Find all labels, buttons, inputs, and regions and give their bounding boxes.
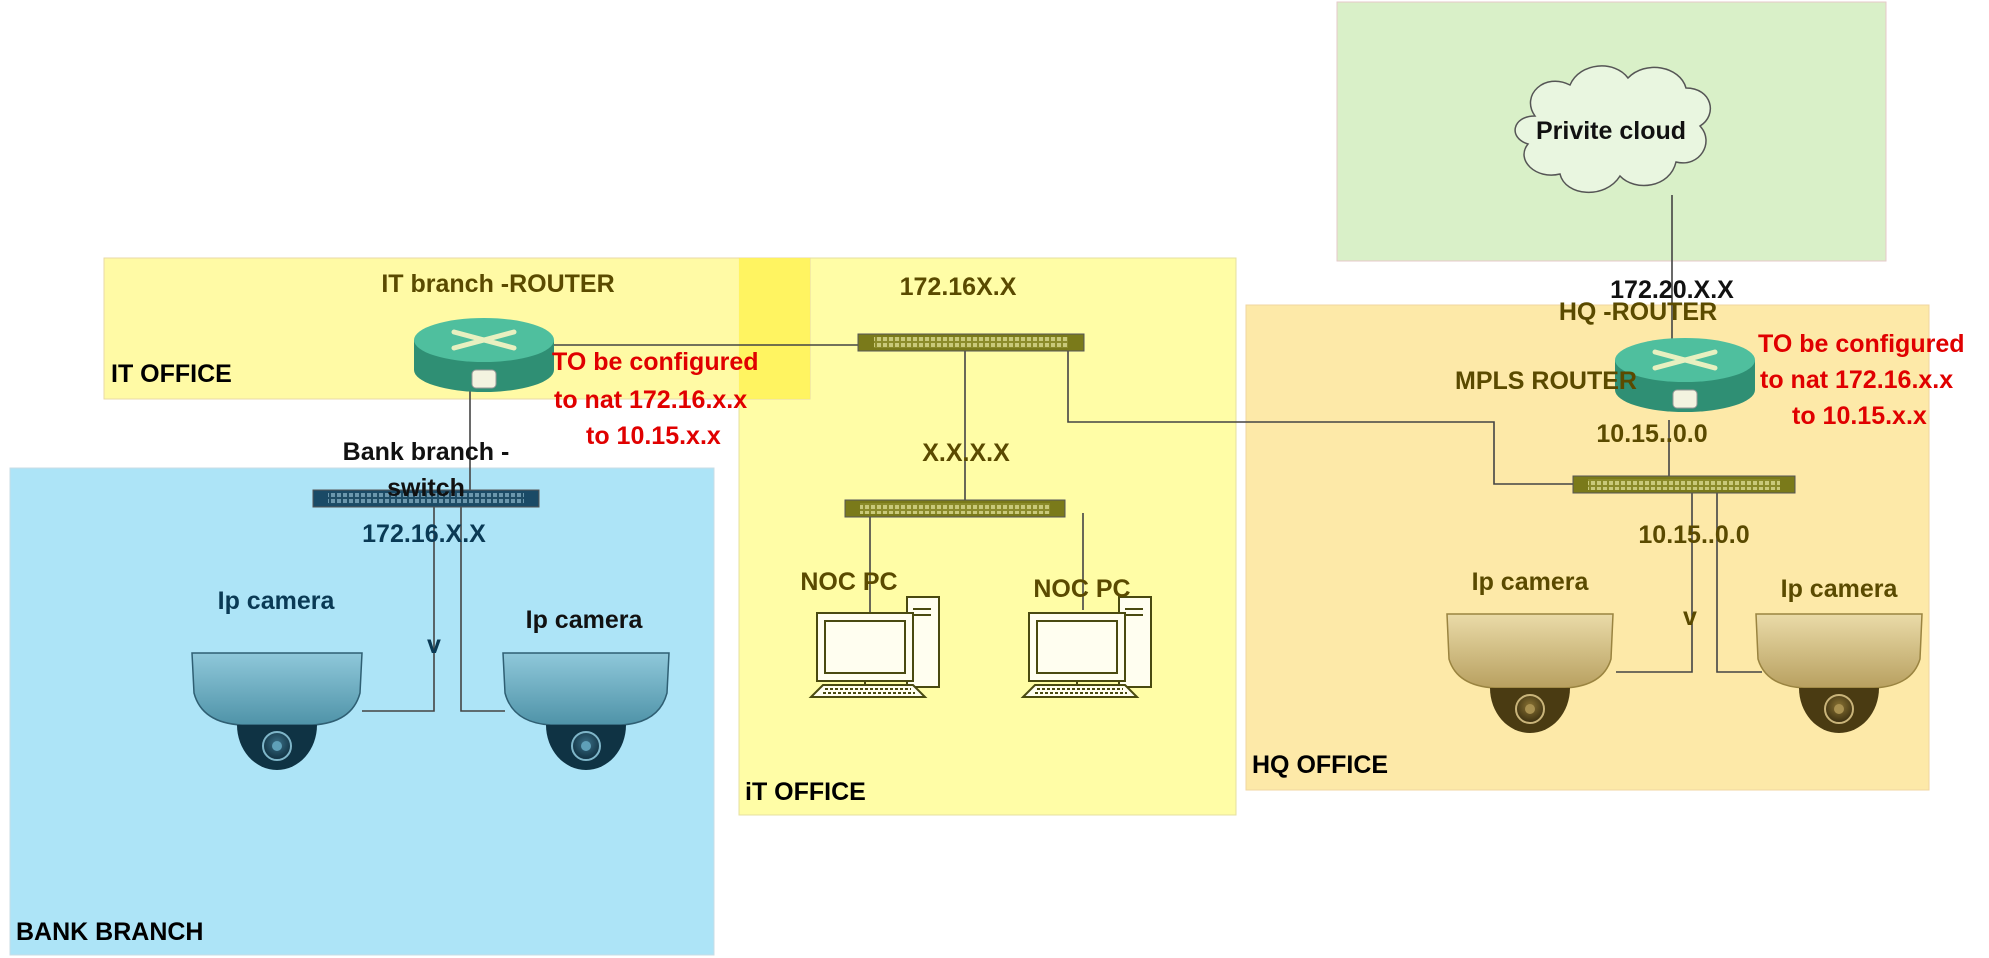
hq-camera-1-icon[interactable] — [1446, 613, 1614, 733]
hq-v-label: v — [1683, 603, 1697, 631]
bank-switch-label-line2: switch — [387, 474, 465, 502]
noc-pc-1-label: NOC PC — [800, 568, 897, 596]
bank-v-label: v — [427, 631, 441, 659]
hq-camera-2-icon[interactable] — [1755, 613, 1923, 733]
it-switch-top-subnet: 172.16X.X — [900, 273, 1017, 301]
private-cloud-label: Privite cloud — [1536, 117, 1686, 145]
hq-office-label: HQ OFFICE — [1252, 751, 1388, 779]
hq-switch-icon[interactable] — [1572, 475, 1796, 494]
it-office-mid-label: iT OFFICE — [745, 778, 866, 806]
bank-branch-label: BANK BRANCH — [16, 918, 204, 946]
hq-camera-2-label: Ip camera — [1781, 575, 1899, 603]
it-branch-router-icon[interactable] — [414, 318, 554, 392]
mpls-router-label: MPLS ROUTER — [1455, 367, 1637, 395]
hq-router-label: HQ -ROUTER — [1559, 298, 1717, 326]
noc-pc-1-icon[interactable] — [808, 596, 940, 698]
hq-nat-note-line2: to nat 172.16.x.x — [1760, 366, 1953, 394]
noc-pc-2-label: NOC PC — [1033, 575, 1130, 603]
links — [362, 195, 1762, 712]
bank-camera-2-label: Ip camera — [526, 606, 644, 634]
hq-nat-note-line3: to 10.15.x.x — [1792, 402, 1927, 430]
hq-switch-subnet: 10.15..0.0 — [1638, 521, 1749, 549]
it-switch-mid-subnet: X.X.X.X — [922, 439, 1010, 467]
hq-router-icon[interactable] — [1615, 338, 1755, 412]
noc-pc-2-icon[interactable] — [1020, 596, 1152, 698]
it-switch-top-icon[interactable] — [857, 333, 1085, 352]
bank-camera-1-icon[interactable] — [191, 652, 363, 770]
hq-router-subnet: 10.15..0.0 — [1596, 420, 1707, 448]
bank-switch-label-line1: Bank branch - — [343, 438, 510, 466]
private-cloud-icon: Privite cloud — [1514, 65, 1711, 193]
bank-subnet-label: 172.16.X.X — [362, 520, 486, 548]
it-nat-note-line1: TO be configured — [552, 348, 759, 376]
cloud-link-subnet: 172.20.X.X — [1610, 276, 1734, 304]
it-switch-mid-icon[interactable] — [844, 499, 1066, 518]
bank-switch-icon[interactable] — [312, 489, 540, 508]
bank-camera-1-label: Ip camera — [218, 587, 336, 615]
it-nat-note-line2: to nat 172.16.x.x — [554, 386, 747, 414]
it-nat-note-line3: to 10.15.x.x — [586, 422, 721, 450]
it-office-top-label: IT OFFICE — [111, 360, 232, 388]
hq-camera-1-label: Ip camera — [1472, 568, 1590, 596]
bank-camera-2-icon[interactable] — [502, 652, 670, 770]
it-branch-router-label: IT branch -ROUTER — [381, 270, 614, 298]
hq-nat-note-line1: TO be configured — [1758, 330, 1965, 358]
zone-overlap — [739, 258, 810, 399]
